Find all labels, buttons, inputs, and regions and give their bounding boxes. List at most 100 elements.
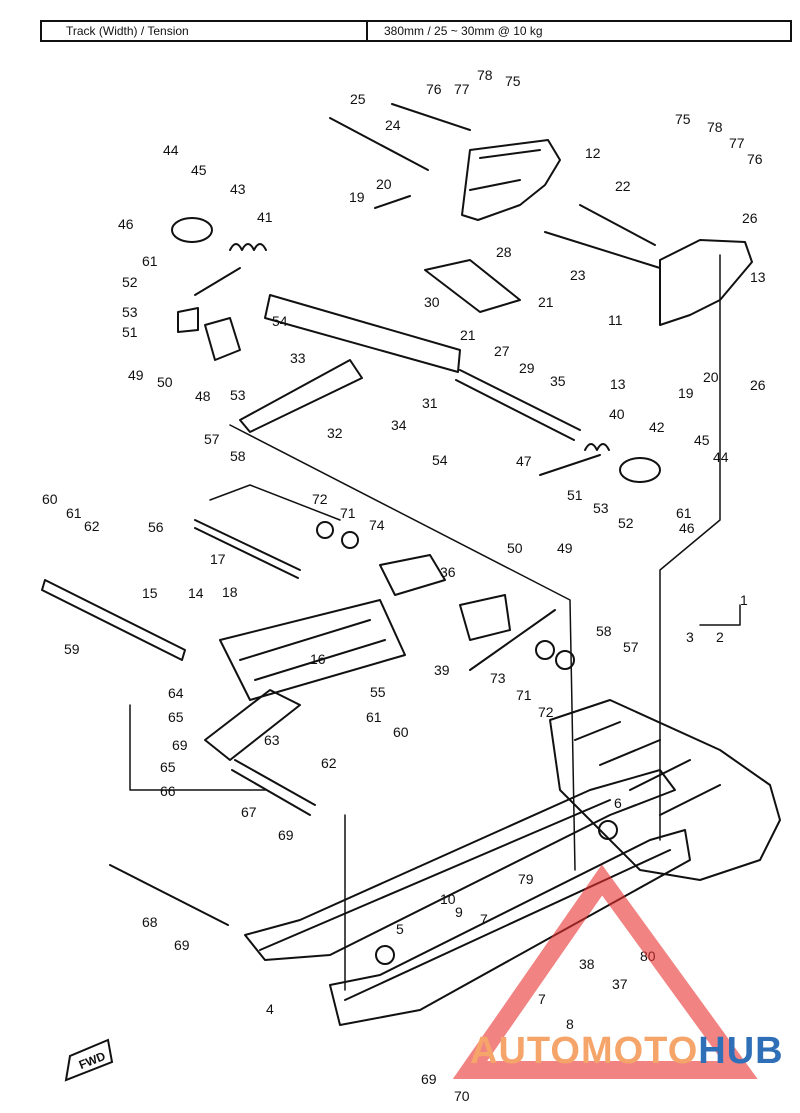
callout: 65 bbox=[160, 759, 176, 775]
callout: 61 bbox=[366, 709, 382, 725]
callout: 26 bbox=[742, 210, 758, 226]
callout: 51 bbox=[567, 487, 583, 503]
callout: 69 bbox=[172, 737, 188, 753]
callout: 36 bbox=[440, 564, 456, 580]
callout: 52 bbox=[122, 274, 138, 290]
callout: 43 bbox=[230, 181, 246, 197]
callout: 14 bbox=[188, 585, 204, 601]
callout: 45 bbox=[694, 432, 710, 448]
callout: 13 bbox=[610, 376, 626, 392]
callout: 23 bbox=[570, 267, 586, 283]
callout: 44 bbox=[713, 449, 729, 465]
callout: 64 bbox=[168, 685, 184, 701]
callout: 7 bbox=[538, 991, 546, 1007]
callout: 58 bbox=[596, 623, 612, 639]
callout: 24 bbox=[385, 117, 401, 133]
callout: 71 bbox=[340, 505, 356, 521]
callout: 60 bbox=[393, 724, 409, 740]
callout: 20 bbox=[376, 176, 392, 192]
callout: 76 bbox=[426, 81, 442, 97]
callout: 21 bbox=[460, 327, 476, 343]
callout: 73 bbox=[490, 670, 506, 686]
callout: 46 bbox=[679, 520, 695, 536]
callout: 21 bbox=[538, 294, 554, 310]
callout: 79 bbox=[518, 871, 534, 887]
callout: 61 bbox=[66, 505, 82, 521]
callout: 70 bbox=[454, 1088, 470, 1104]
callout: 22 bbox=[615, 178, 631, 194]
callout: 58 bbox=[230, 448, 246, 464]
callout: 74 bbox=[369, 517, 385, 533]
callout: 66 bbox=[160, 783, 176, 799]
callout: 12 bbox=[585, 145, 601, 161]
fwd-arrow-icon: FWD bbox=[64, 1038, 114, 1082]
callout: 9 bbox=[455, 904, 463, 920]
callout: 30 bbox=[424, 294, 440, 310]
callout: 7 bbox=[480, 911, 488, 927]
callout: 48 bbox=[195, 388, 211, 404]
callout: 62 bbox=[321, 755, 337, 771]
callout: 45 bbox=[191, 162, 207, 178]
callout: 19 bbox=[678, 385, 694, 401]
callout: 42 bbox=[649, 419, 665, 435]
callout: 60 bbox=[42, 491, 58, 507]
callout: 15 bbox=[142, 585, 158, 601]
callout: 5 bbox=[396, 921, 404, 937]
callout: 39 bbox=[434, 662, 450, 678]
callout: 78 bbox=[707, 119, 723, 135]
spec-value: 380mm / 25 ~ 30mm @ 10 kg bbox=[384, 24, 543, 38]
callout: 11 bbox=[608, 312, 623, 328]
callout: 57 bbox=[623, 639, 639, 655]
callout: 68 bbox=[142, 914, 158, 930]
callout: 69 bbox=[278, 827, 294, 843]
callout: 57 bbox=[204, 431, 220, 447]
callout: 77 bbox=[729, 135, 745, 151]
callout: 51 bbox=[122, 324, 138, 340]
watermark-triangle bbox=[452, 864, 758, 1079]
callout: 61 bbox=[676, 505, 692, 521]
callout: 34 bbox=[391, 417, 407, 433]
callout: 63 bbox=[264, 732, 280, 748]
callout: 75 bbox=[675, 111, 691, 127]
callout: 18 bbox=[222, 584, 238, 600]
callout: 54 bbox=[272, 313, 288, 329]
callout: 52 bbox=[618, 515, 634, 531]
callout: 55 bbox=[370, 684, 386, 700]
callout: 71 bbox=[516, 687, 532, 703]
callout: 25 bbox=[350, 91, 366, 107]
callout: 33 bbox=[290, 350, 306, 366]
callout: 19 bbox=[349, 189, 365, 205]
callout: 27 bbox=[494, 343, 510, 359]
callout: 17 bbox=[210, 551, 226, 567]
callout: 56 bbox=[148, 519, 164, 535]
callout: 78 bbox=[477, 67, 493, 83]
callout: 62 bbox=[84, 518, 100, 534]
watermark-logo: AUTOMOTOHUB bbox=[470, 1030, 784, 1073]
callout: 40 bbox=[609, 406, 625, 422]
callout: 77 bbox=[454, 81, 470, 97]
callout: 59 bbox=[64, 641, 80, 657]
callout: 72 bbox=[538, 704, 554, 720]
callout: 76 bbox=[747, 151, 763, 167]
callout: 69 bbox=[421, 1071, 437, 1087]
callout: 35 bbox=[550, 373, 566, 389]
callout: 54 bbox=[432, 452, 448, 468]
callout: 61 bbox=[142, 253, 158, 269]
callout: 2 bbox=[716, 629, 724, 645]
callout: 13 bbox=[750, 269, 766, 285]
callout: 47 bbox=[516, 453, 532, 469]
callout: 65 bbox=[168, 709, 184, 725]
callout: 10 bbox=[440, 891, 456, 907]
watermark-text-2: HUB bbox=[698, 1030, 784, 1072]
callout: 8 bbox=[566, 1016, 574, 1032]
callout: 53 bbox=[122, 304, 138, 320]
callout: 4 bbox=[266, 1001, 274, 1017]
callout: 6 bbox=[614, 795, 622, 811]
callout: 41 bbox=[257, 209, 273, 225]
callout: 37 bbox=[612, 976, 628, 992]
callout: 29 bbox=[519, 360, 535, 376]
callout: 31 bbox=[422, 395, 438, 411]
callout: 3 bbox=[686, 629, 694, 645]
callout: 72 bbox=[312, 491, 328, 507]
callout: 49 bbox=[128, 367, 144, 383]
